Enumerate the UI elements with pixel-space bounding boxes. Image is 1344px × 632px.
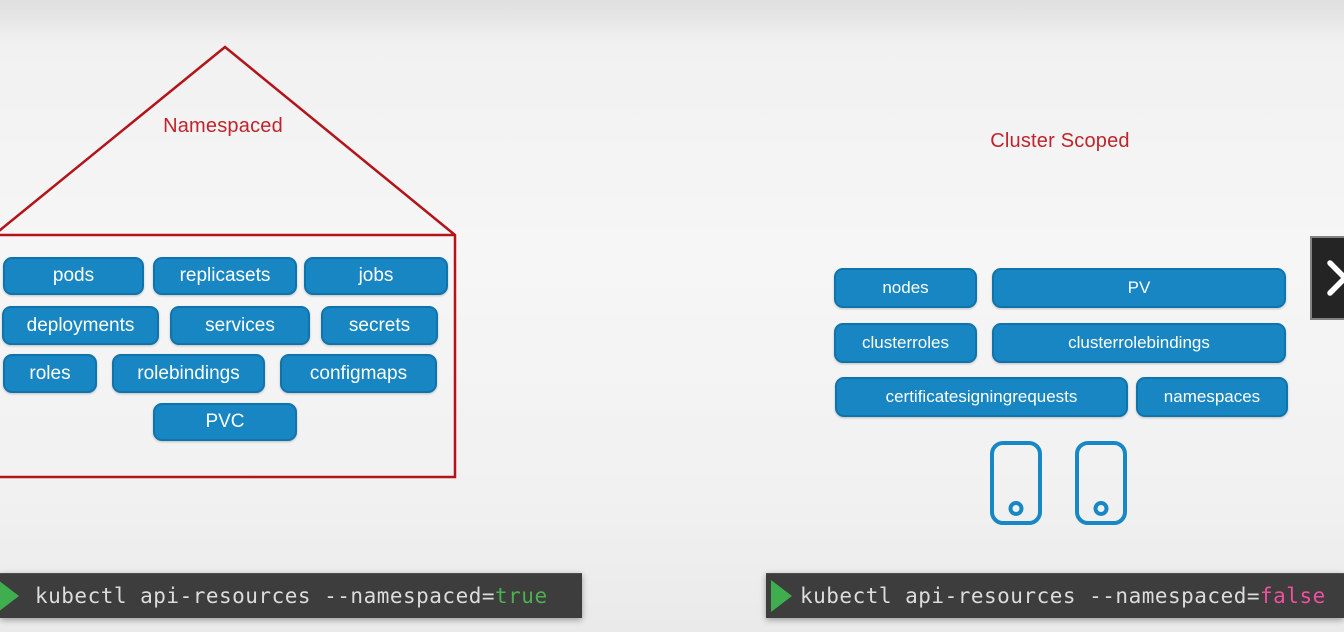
terminal-bar-namespaced-false: kubectl api-resources --namespaced=false [766, 573, 1344, 618]
resource-box-jobs: jobs [304, 257, 448, 295]
resource-box-clusterroles: clusterroles [834, 323, 977, 363]
resource-box-pv: PV [992, 268, 1286, 308]
node-device-icon [990, 441, 1042, 525]
chevron-right-icon [1327, 260, 1344, 296]
play-icon [0, 580, 19, 612]
command-text: kubectl api-resources --namespaced= [800, 584, 1261, 608]
resource-box-nodes: nodes [834, 268, 977, 308]
terminal-bar-namespaced-true: kubectl api-resources --namespaced=true [0, 573, 582, 618]
resource-box-pvc: PVC [153, 403, 297, 441]
resource-box-configmaps: configmaps [280, 354, 437, 393]
namespaced-title: Namespaced [163, 115, 283, 137]
resource-box-services: services [170, 306, 310, 345]
play-icon [771, 580, 792, 612]
command-value-false: false [1260, 584, 1326, 608]
resource-box-pods: pods [3, 257, 144, 295]
resource-box-roles: roles [3, 354, 97, 393]
device-button-dot [1093, 501, 1109, 516]
command-value-true: true [495, 584, 548, 608]
resource-box-namespaces: namespaces [1136, 377, 1288, 417]
device-button-dot [1008, 501, 1024, 516]
resource-box-secrets: secrets [321, 306, 438, 345]
cluster-scoped-title: Cluster Scoped [990, 130, 1130, 152]
next-slide-button[interactable] [1310, 236, 1344, 320]
resource-box-certificatesigningrequests: certificatesigningrequests [835, 377, 1128, 417]
command-text: kubectl api-resources --namespaced= [35, 584, 496, 608]
node-device-icon [1075, 441, 1127, 525]
resource-box-replicasets: replicasets [153, 257, 297, 295]
resource-box-deployments: deployments [2, 306, 159, 345]
resource-box-rolebindings: rolebindings [112, 354, 265, 393]
resource-box-clusterrolebindings: clusterrolebindings [992, 323, 1286, 363]
